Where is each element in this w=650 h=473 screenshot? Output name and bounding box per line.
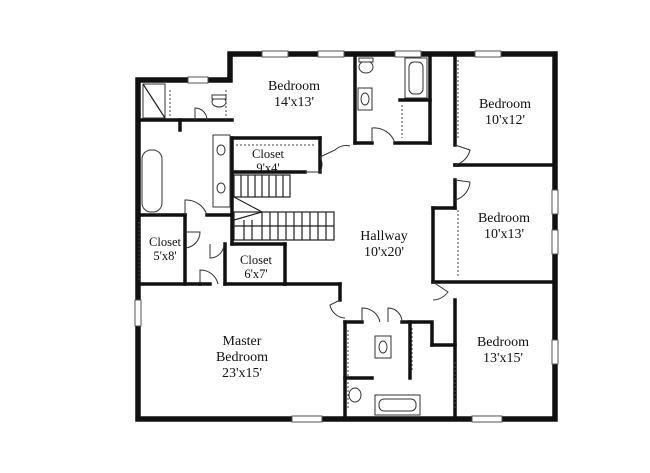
bedroom-top-left-name: Bedroom [268,79,320,94]
bath-fixtures [141,57,428,416]
closet-left-size: 5'x8' [153,249,176,263]
master-bedroom-name-line2: Bedroom [216,350,268,365]
bedroom-top-left-size: 14'x13' [274,95,314,110]
bedroom-mid-right-size: 10'x13' [484,227,524,242]
master-bedroom-size: 23'x15' [222,366,262,381]
hallway-size: 10'x20' [364,245,404,260]
bedroom-top-right-size: 10'x12' [485,113,525,128]
bedroom-bottom-right-name: Bedroom [477,335,529,350]
closet-small-name: Closet [240,253,272,267]
master-bedroom-name-line1: Master [223,334,262,349]
closet-upper-name: Closet [252,147,284,161]
windows [134,50,559,423]
room-labels: Bedroom 14'x13' Bedroom 10'x12' Bedroom … [149,79,531,381]
bedroom-mid-right-name: Bedroom [478,211,530,226]
staircase [233,174,335,241]
closet-upper-size: 9'x4' [256,161,279,175]
closet-left-name: Closet [149,235,181,249]
bedroom-bottom-right-size: 13'x15' [483,351,523,366]
bedroom-top-right-name: Bedroom [479,97,531,112]
exterior-walls [135,51,558,422]
hallway-name: Hallway [360,229,407,244]
door-swings [184,107,471,323]
interior-walls [138,54,555,420]
closet-shelves [138,60,459,410]
closet-small-size: 6'x7' [244,267,267,281]
